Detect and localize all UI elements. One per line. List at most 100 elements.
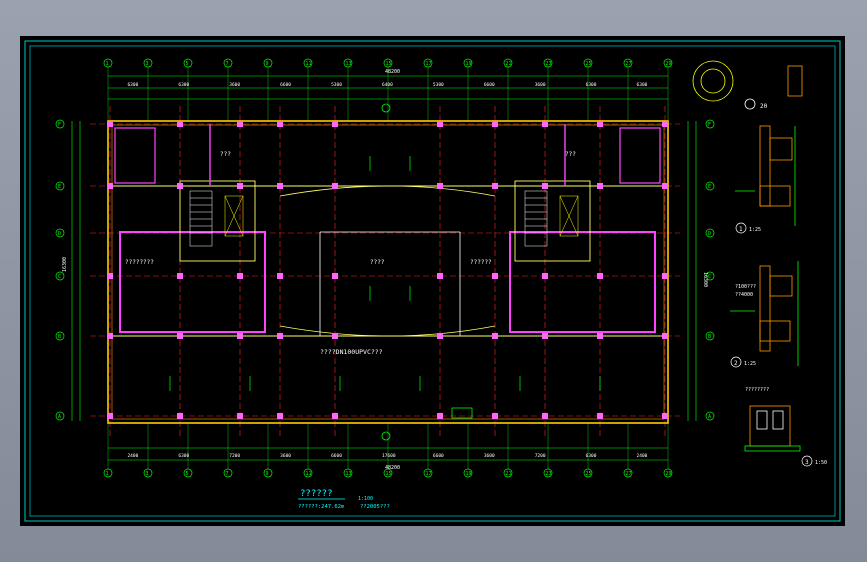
grid-bubble-right [705, 271, 715, 281]
column [277, 413, 283, 419]
grid-bubble-left [55, 331, 65, 341]
detail-2-num: 2 [734, 360, 738, 367]
column [237, 333, 243, 339]
grid-label-right: E [708, 184, 711, 190]
grid-label-left: D [58, 231, 61, 237]
grid-label-top: 25 [586, 61, 592, 67]
dim-text-top: 3600 [535, 82, 546, 88]
grid-bubble-right [705, 331, 715, 341]
grid-label-top: 29 [666, 61, 672, 67]
column [437, 121, 443, 127]
detail-1-num: 1 [739, 226, 743, 233]
column [237, 183, 243, 189]
column [662, 121, 668, 127]
dim-text-top: 6400 [382, 82, 393, 88]
plumbing-marks [169, 156, 601, 391]
axis-lines [90, 106, 680, 436]
dim-text-bottom: 6600 [433, 453, 444, 459]
dim-text-top: 6600 [280, 82, 291, 88]
column [542, 333, 548, 339]
grid-bubble-left [55, 181, 65, 191]
grid-bubble-right [705, 181, 715, 191]
detail-note-3: ???????? [745, 387, 769, 393]
grid-label-right: B [708, 334, 711, 340]
column [332, 121, 338, 127]
grid-label-top: 1 [106, 61, 109, 67]
dim-text-bottom: 6600 [331, 453, 342, 459]
dim-left-total: 16300 [62, 257, 68, 272]
grid-label-bottom: 19 [466, 471, 472, 477]
stair-left [189, 190, 244, 247]
dim-text-top: 6600 [484, 82, 495, 88]
room-label-3: ?????? [470, 259, 492, 266]
dim-right-total: 16300 [702, 272, 708, 287]
column [107, 413, 113, 419]
grid-bubble-right [705, 119, 715, 129]
grid-label-top: 9 [266, 61, 269, 67]
column [277, 333, 283, 339]
grid-label-bottom: 29 [666, 471, 672, 477]
section-markers [381, 103, 473, 441]
grid-label-left: A [58, 414, 61, 420]
grid-label-top: 23 [546, 61, 552, 67]
column [237, 413, 243, 419]
grid-label-right: F [708, 122, 711, 128]
dim-text-bottom: 2400 [127, 453, 138, 459]
detail-top-circle [692, 60, 803, 110]
detail-1-scale: 1:25 [749, 227, 761, 233]
grid-label-top: 13 [346, 61, 352, 67]
dim-text-top: 6300 [586, 82, 597, 88]
dimension-lines [71, 75, 697, 461]
grid-label-left: F [58, 122, 61, 128]
column [237, 273, 243, 279]
dim-text-bottom: 3600 [484, 453, 495, 459]
grid-label-right: A [708, 414, 711, 420]
detail-note-1: ?100??? [735, 284, 756, 290]
column [492, 121, 498, 127]
grid-bubble-left [55, 119, 65, 129]
column [597, 121, 603, 127]
grid-label-top: 11 [306, 61, 312, 67]
dim-text-top: 6300 [637, 82, 648, 88]
column [437, 183, 443, 189]
column [107, 273, 113, 279]
stair-right [524, 190, 579, 247]
grid-label-bottom: 21 [506, 471, 512, 477]
grid-label-bottom: 27 [626, 471, 632, 477]
room-label-4: ??? [220, 151, 231, 158]
grid-label-bottom: 1 [106, 471, 109, 477]
grid-label-bottom: 25 [586, 471, 592, 477]
dim-text-bottom: 7200 [535, 453, 546, 459]
grid-label-bottom: 7 [226, 471, 229, 477]
grid-label-top: 21 [506, 61, 512, 67]
grid-label-top: 5 [186, 61, 189, 67]
overall-dim-top: 48200 [385, 69, 400, 75]
column [277, 121, 283, 127]
grid-label-top: 19 [466, 61, 472, 67]
drawing-frame-inner [29, 45, 836, 517]
column [542, 273, 548, 279]
overall-dim-bottom: 48200 [385, 465, 400, 471]
detail-2-scale: 1:25 [744, 361, 756, 367]
area-note: ??????:247.62m [298, 504, 345, 510]
room-label-5: ??? [565, 151, 576, 158]
column [177, 121, 183, 127]
column [107, 183, 113, 189]
dim-text-top: 6300 [127, 82, 138, 88]
column [662, 183, 668, 189]
grid-label-left: C [58, 274, 61, 280]
grid-label-bottom: 3 [146, 471, 149, 477]
column [332, 273, 338, 279]
column [177, 413, 183, 419]
column [492, 273, 498, 279]
column [237, 121, 243, 127]
column [177, 273, 183, 279]
column [177, 333, 183, 339]
dim-text-top: 5300 [433, 82, 444, 88]
grid-label-bottom: 17 [426, 471, 432, 477]
detail-1 [735, 125, 796, 226]
